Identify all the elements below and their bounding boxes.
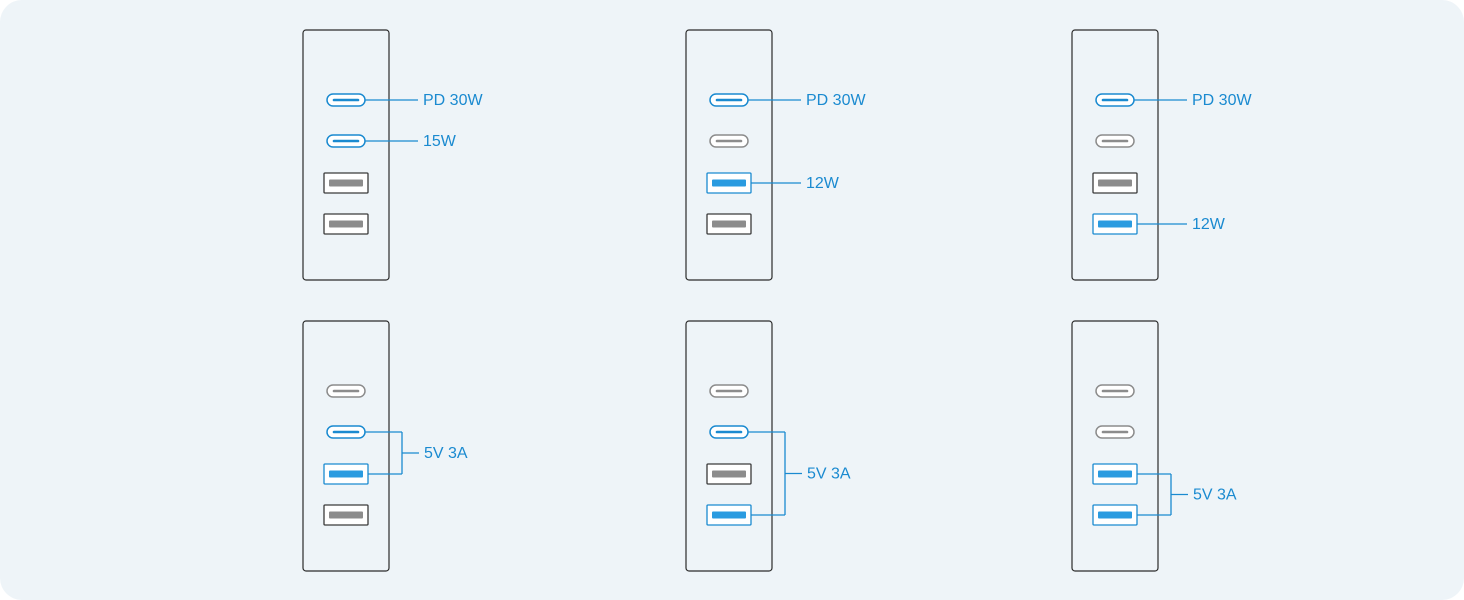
power-label: 12W (806, 175, 840, 192)
usb-a-port-tongue (329, 511, 363, 519)
usb-a-port-tongue (712, 511, 746, 519)
power-label: PD 30W (1192, 92, 1252, 109)
usb-a-port-tongue (1098, 470, 1132, 478)
usb-a-port-tongue (712, 470, 746, 478)
usb-a-port-tongue (1098, 511, 1132, 519)
power-label: PD 30W (806, 92, 866, 109)
usb-a-port-tongue (329, 179, 363, 187)
power-label: 12W (1192, 216, 1226, 233)
usb-a-port-tongue (1098, 220, 1132, 228)
charger-body (1071, 320, 1159, 572)
usb-a-port-tongue (1098, 179, 1132, 187)
power-label: PD 30W (423, 92, 483, 109)
usb-a-port-tongue (712, 179, 746, 187)
power-label: 5V 3A (807, 466, 851, 483)
power-label: 15W (423, 133, 457, 150)
charger-body (302, 320, 390, 572)
usb-a-port-tongue (329, 220, 363, 228)
usb-a-port-tongue (329, 470, 363, 478)
charger-body (302, 29, 390, 281)
usb-a-port-tongue (712, 220, 746, 228)
charger-body (1071, 29, 1159, 281)
charger-body (685, 320, 773, 572)
power-label: 5V 3A (1193, 487, 1237, 504)
power-label: 5V 3A (424, 445, 468, 462)
charger-body (685, 29, 773, 281)
